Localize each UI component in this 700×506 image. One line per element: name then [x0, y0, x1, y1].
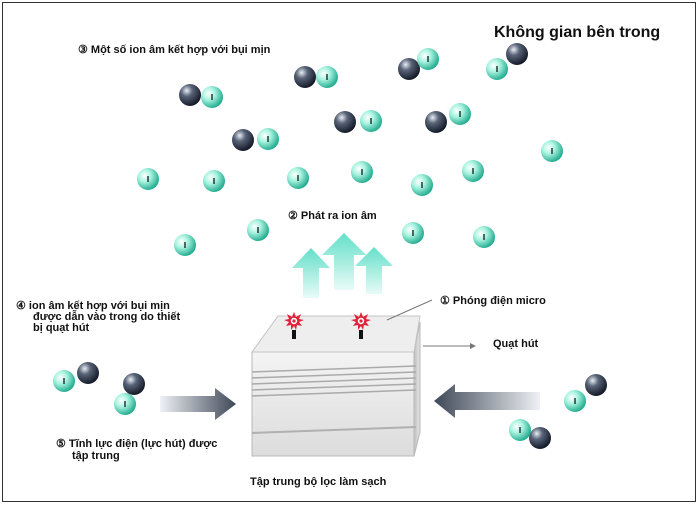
- ion-dust-pair-ion: [564, 390, 586, 412]
- label-step5-line2: tập trung: [72, 450, 120, 462]
- ion-dust-pair-ion: [449, 103, 471, 125]
- label-fan: Quạt hút: [493, 338, 539, 350]
- emission-arrow-center: [322, 233, 366, 290]
- leader-line-discharge: [386, 299, 433, 321]
- leader-arrowhead-fan: [470, 343, 476, 349]
- ion-dust-pair-ion: [509, 419, 531, 441]
- dust-particle: [232, 129, 254, 151]
- diagram-title: Không gian bên trong: [494, 24, 661, 41]
- filter-unit: [251, 315, 421, 457]
- negative-ion: [203, 170, 225, 192]
- dust-particle: [334, 111, 356, 133]
- ion-dust-pair-ion: [417, 48, 439, 70]
- label-bottom: Tập trung bộ lọc làm sạch: [250, 476, 387, 488]
- label-step2: ② Phát ra ion âm: [288, 210, 377, 222]
- dust-particle: [425, 111, 447, 133]
- dust-particle: [123, 373, 145, 395]
- dust-particle: [179, 84, 201, 106]
- dust-particle: [506, 43, 528, 65]
- dust-particle: [529, 427, 551, 449]
- ion-dust-pair-ion: [201, 86, 223, 108]
- label-step5-line1: ⑤ Tĩnh lực điện (lực hút) được: [56, 438, 218, 450]
- dust-particle: [585, 374, 607, 396]
- negative-ion: [462, 160, 484, 182]
- negative-ion: [541, 140, 563, 162]
- negative-ion: [351, 161, 373, 183]
- ion-dust-pair-ion: [53, 370, 75, 392]
- negative-ion: [247, 219, 269, 241]
- negative-ion: [402, 222, 424, 244]
- dust-particle: [294, 66, 316, 88]
- label-step1: ① Phóng điện micro: [440, 295, 546, 307]
- ion-dust-pair-ion: [360, 110, 382, 132]
- ion-dust-pair-ion: [486, 58, 508, 80]
- discharge-emitter-right: [351, 312, 371, 339]
- dust-particle: [77, 362, 99, 384]
- emission-arrow-right: [355, 247, 393, 294]
- label-step3: ③ Một số ion âm kết hợp với bụi mịn: [78, 44, 271, 56]
- ion-dust-pair-ion: [316, 66, 338, 88]
- label-step4-line3: bị quạt hút: [33, 322, 90, 334]
- intake-arrow-right: [434, 384, 540, 418]
- negative-ion: [473, 226, 495, 248]
- particles: [53, 43, 607, 449]
- intake-arrow-left: [160, 388, 236, 420]
- ion-dust-pair-ion: [257, 128, 279, 150]
- ion-dust-pair-ion: [114, 393, 136, 415]
- emission-arrow-left: [292, 248, 330, 298]
- negative-ion: [174, 234, 196, 256]
- negative-ion: [137, 168, 159, 190]
- negative-ion: [411, 174, 433, 196]
- discharge-emitter-left: [284, 312, 304, 339]
- negative-ion: [287, 167, 309, 189]
- dust-particle: [398, 58, 420, 80]
- label-step4-line2: được dẫn vào trong do thiết: [33, 311, 181, 323]
- label-step4-line1: ④ ion âm kết hợp với bụi mịn: [16, 300, 170, 312]
